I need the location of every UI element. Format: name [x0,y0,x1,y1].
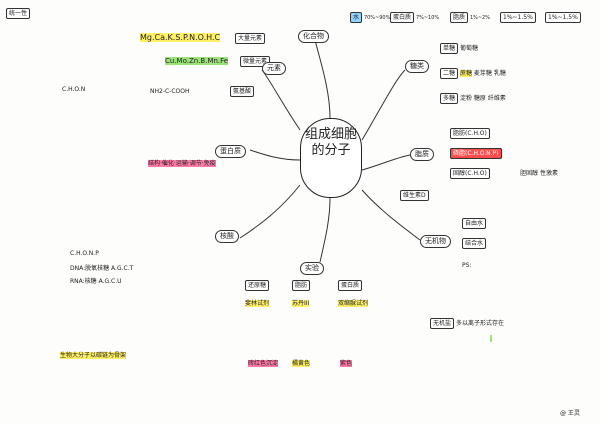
nucleic-elements: C.H.O.N.P [70,250,99,257]
branch-elements: 元素 [262,62,286,75]
branch-protein: 蛋白质 [215,145,246,158]
result-orange: 橘黄色 [292,360,311,367]
free-water: 自由水 [462,218,487,229]
micro-elements: Cu.Mo.Zn.B.Mn.Fe [165,57,229,65]
reagent-benedict: 斐林试剂 [245,300,270,307]
bound-water: 结合水 [462,238,487,249]
cholesterol: 胆固醇 性激素 [520,170,558,177]
dna-info: DNA:脱氧核糖 A.G.C.T [70,265,134,272]
test-protein: 蛋白质 [338,280,363,291]
sterol: 固醇(C.H.O) [450,168,490,179]
branch-lipid: 脂质 [410,148,434,161]
test-lipid: 脂肪 [292,280,311,291]
amino-acid: 氨基酸 [230,86,255,97]
vitd: 维生素D [400,190,429,201]
inorganic-salt: 无机盐 多以离子形式存在 [430,318,504,329]
water-box: 水 70%~90% [350,12,390,23]
ps-note: PS: [462,262,472,269]
fat: 脂肪(C.H.O) [450,128,490,139]
rna-info: RNA:核糖 A.G.C.U [70,278,122,285]
branch-experiment: 实验 [300,262,324,275]
basic-element: C.H.O.N [62,86,86,93]
branch-sugar: 糖类 [405,60,429,73]
branch-nucleic: 核酸 [215,230,239,243]
phospholipid: 磷脂(C.H.O.N.P) [450,148,502,159]
di-sugar: 二糖 蔗糖 麦芽糖 乳糖 [440,68,506,79]
sugar-nucleic-pct: 1%~1.5% [500,12,536,23]
amino-formula: NH2-C-COOH [150,88,190,95]
reagent-biuret: 双缩脲试剂 [338,300,369,307]
branch-inorganic: 无机物 [420,235,451,248]
protein-functions: 结构·催化·运输·调节·免疫 [148,160,216,167]
salt-note-1 [490,335,492,342]
macro-elements: Mg.Ca.K.S.P.N.O.H.C [140,33,221,42]
branch-compounds: 化合物 [298,30,329,43]
protein-pct: 蛋白质 7%~10% [390,12,439,23]
micro-label: 微量元素 [240,56,271,67]
macro-label: 大量元素 [235,33,266,44]
salt-pct: 1%~1.5% [545,12,581,23]
signature: @ 王灵 [560,410,580,417]
poly-sugar: 多糖 淀粉 糖原 纤维素 [440,93,506,104]
test-reducing-sugar: 还原糖 [245,280,270,291]
result-brick-red: 砖红色沉淀 [248,360,279,367]
reagent-sudan: 苏丹III [292,300,310,307]
mono-sugar: 单糖 葡萄糖 [440,43,478,54]
center-title: 组成细胞的分子 [300,118,362,198]
bottom-note: 生物大分子以碳链为骨架 [60,352,127,359]
note-unity: 统一性 [6,8,31,19]
result-purple: 紫色 [340,360,353,367]
lipid-pct: 脂质 1%~2% [450,12,490,23]
